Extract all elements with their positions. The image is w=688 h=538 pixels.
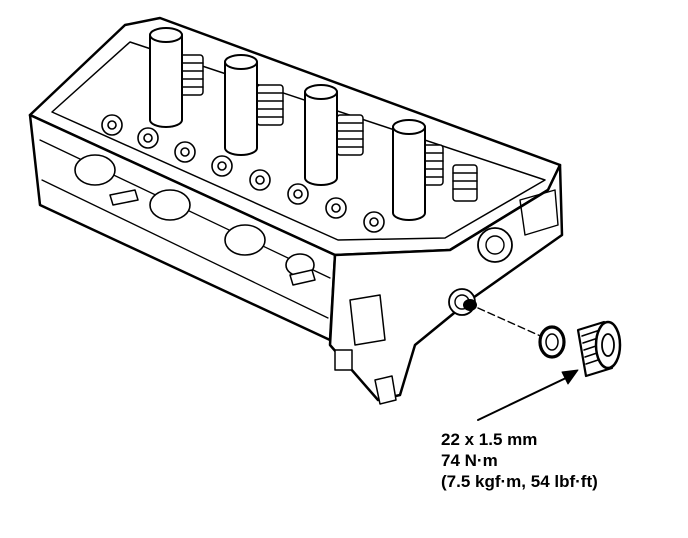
plug-bore xyxy=(463,299,477,311)
spec-torque-alt: (7.5 kgf·m, 54 lbf·ft) xyxy=(441,472,598,491)
leader-arrow xyxy=(477,369,579,421)
assembly-centerline xyxy=(477,307,546,339)
spec-thread-size: 22 x 1.5 mm xyxy=(441,430,538,449)
valve-retainers xyxy=(101,114,385,233)
valve-guide-tools xyxy=(149,27,426,221)
threaded-plug xyxy=(576,320,622,378)
spec-torque-nm: 74 N·m xyxy=(441,451,498,470)
sealing-washer xyxy=(538,325,566,359)
cylinder-head-body xyxy=(28,16,564,405)
